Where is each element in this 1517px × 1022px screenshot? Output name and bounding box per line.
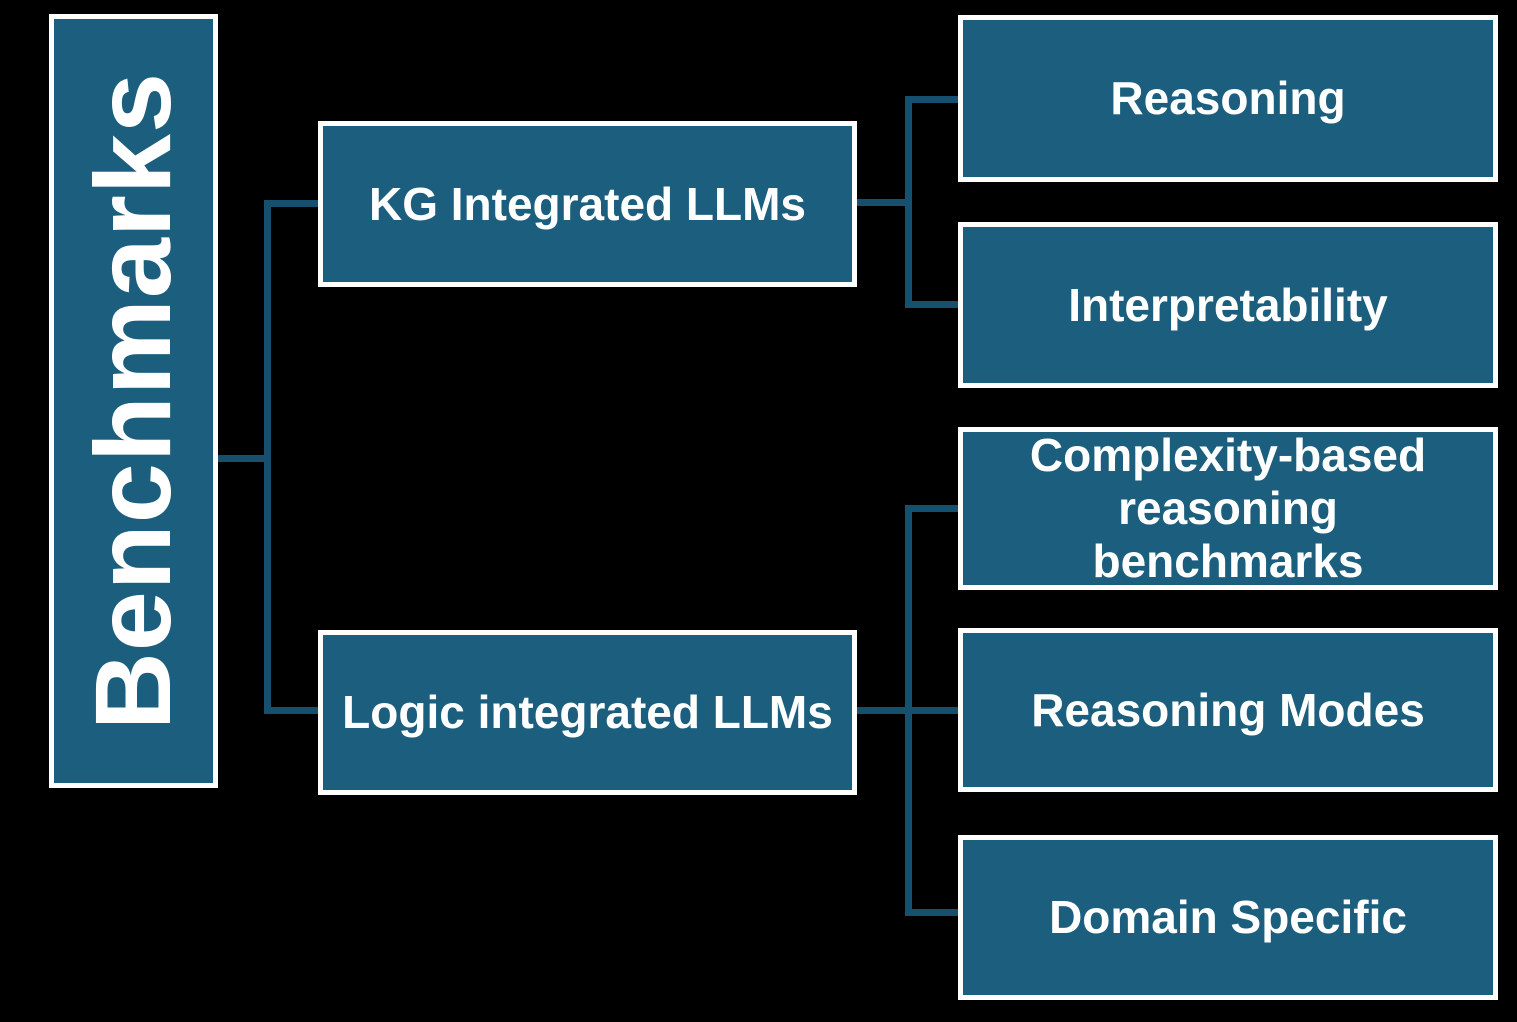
connector-trunk-logic-children [905, 505, 912, 916]
leaf-box-reasoning: Reasoning [958, 15, 1498, 182]
connector-root-stub [214, 455, 271, 462]
leaf-box-interpretability: Interpretability [958, 222, 1498, 388]
leaf-label: Reasoning Modes [1031, 683, 1425, 736]
root-label: Benchmarks [72, 71, 194, 731]
connector-to-complexity-box [905, 505, 958, 512]
branch-box-logic-integrated-llms: Logic integrated LLMs [318, 630, 857, 795]
branch-box-kg-integrated-llms: KG Integrated LLMs [318, 121, 857, 287]
leaf-label: Domain Specific [1049, 891, 1407, 944]
branch-label: Logic integrated LLMs [342, 686, 833, 739]
leaf-box-domain-specific: Domain Specific [958, 835, 1498, 1000]
leaf-label: Complexity-based reasoning benchmarks [1029, 429, 1427, 587]
leaf-label: Reasoning [1110, 72, 1346, 125]
connector-to-interpretability-box [905, 301, 958, 308]
root-box-benchmarks: Benchmarks [49, 14, 218, 788]
connector-to-domain-specific-box [905, 909, 958, 916]
leaf-box-complexity-based-reasoning-benchmarks: Complexity-based reasoning benchmarks [958, 427, 1498, 590]
connector-to-logic-box [264, 707, 318, 714]
branch-label: KG Integrated LLMs [368, 177, 807, 230]
connector-to-reasoning-box [905, 96, 958, 103]
connector-to-kg-box [264, 200, 318, 207]
connector-trunk-level1 [264, 200, 271, 714]
connector-kg-out [856, 199, 912, 206]
connector-trunk-kg-children [905, 96, 912, 308]
leaf-box-reasoning-modes: Reasoning Modes [958, 628, 1498, 792]
leaf-label: Interpretability [1068, 278, 1388, 331]
